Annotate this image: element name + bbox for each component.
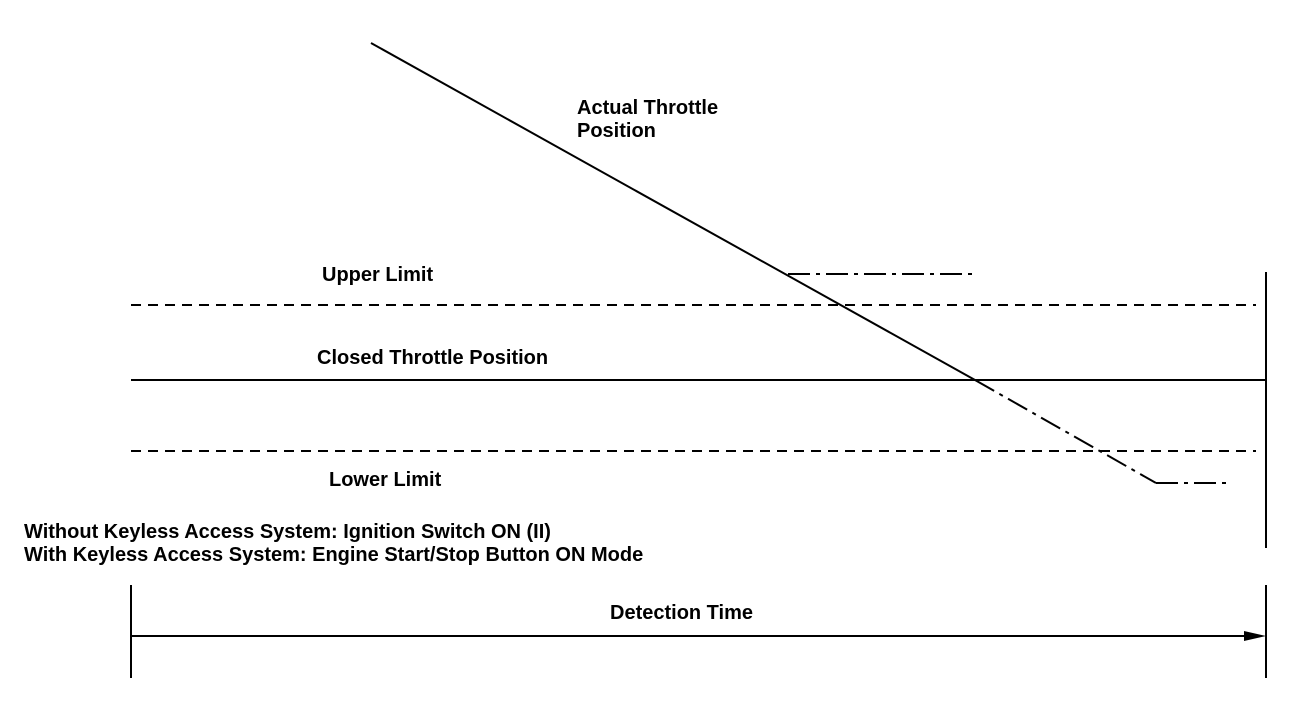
actual-throttle-label-line2: Position [577,120,656,142]
actual-throttle-continuation-line [974,379,1157,484]
detection-time-arrowhead [1244,631,1266,641]
lower-limit-label: Lower Limit [329,469,442,491]
closed-throttle-position-label: Closed Throttle Position [317,347,549,369]
upper-limit-label: Upper Limit [322,264,434,286]
detection-time-label: Detection Time [610,602,753,624]
condition-without-keyless-label: Without Keyless Access System: Ignition … [24,521,551,543]
actual-throttle-position-line [370,42,976,381]
actual-throttle-label-line1: Actual Throttle [577,97,719,119]
condition-with-keyless-label: With Keyless Access System: Engine Start… [24,544,644,566]
